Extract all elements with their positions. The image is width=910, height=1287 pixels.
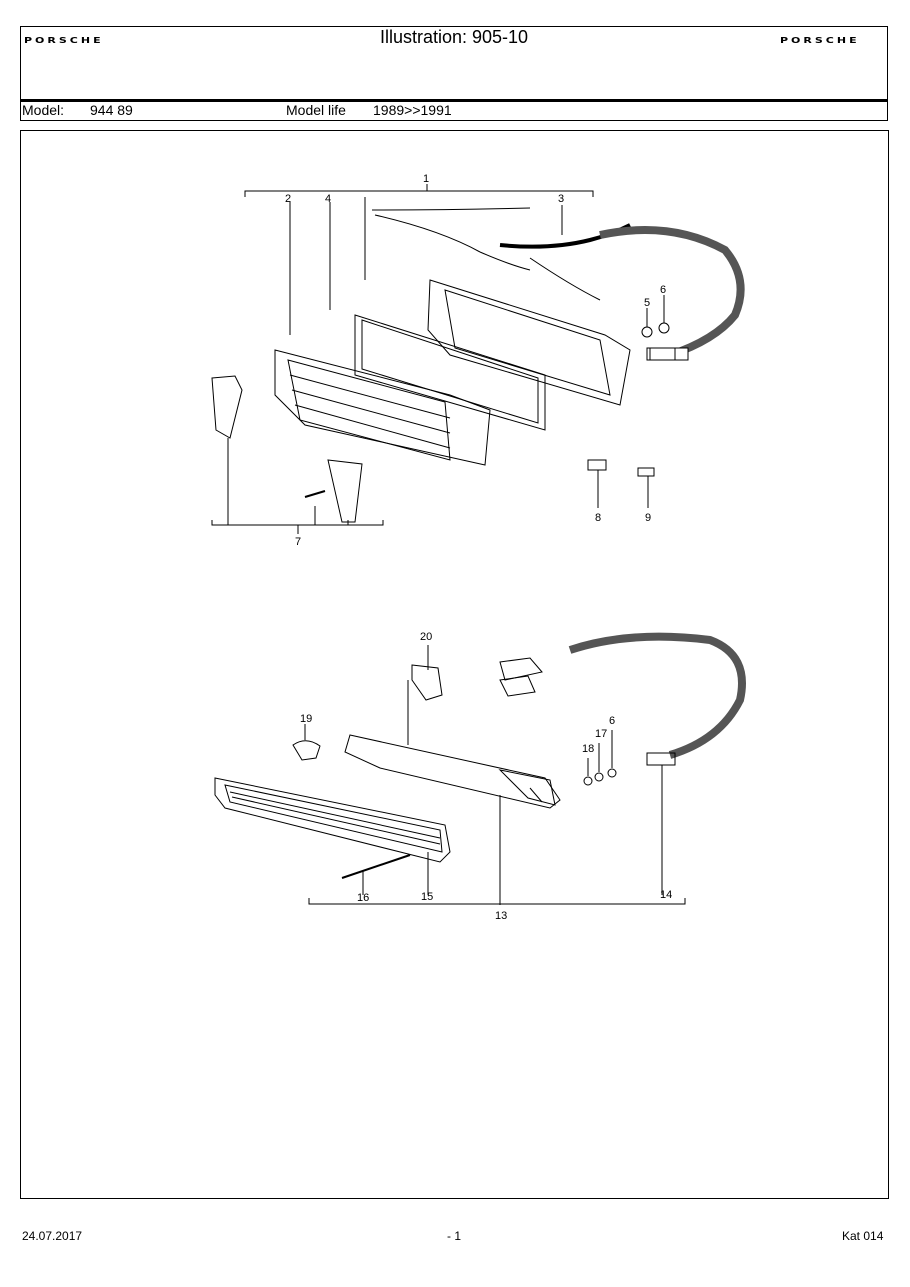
model-life-value: 1989>>1991 [373, 102, 452, 118]
trim-left [211, 375, 243, 439]
model-info-row: Model: 944 89 Model life 1989>>1991 [20, 102, 888, 121]
callout-15: 15 [421, 891, 433, 903]
callout-8: 8 [595, 512, 601, 524]
callout-2: 2 [285, 193, 291, 205]
connector [646, 347, 676, 361]
trim-right [327, 459, 363, 523]
parts-illustration: 1 2 3 4 5 6 7 8 9 20 19 17 6 18 16 15 14… [211, 173, 746, 922]
connector-lower [646, 752, 676, 766]
bracket-1 [244, 190, 594, 197]
nut-6 [658, 322, 670, 334]
sensor-cable-top [599, 226, 745, 359]
bracket-7 [211, 520, 384, 526]
header-frame [20, 26, 888, 121]
callout-1: 1 [423, 173, 429, 185]
model-life-label: Model life [286, 102, 346, 118]
lamp-gasket [354, 314, 546, 431]
callout-18: 18 [582, 743, 594, 755]
page-title: Illustration: 905-10 [379, 27, 529, 47]
screw-16 [341, 854, 411, 879]
callout-7: 7 [295, 536, 301, 548]
footer-page-number: - 1 [447, 1229, 462, 1243]
callout-5: 5 [644, 297, 650, 309]
lamp-bracket [344, 734, 561, 809]
footer-date: 24.07.2017 [22, 1229, 83, 1243]
wire-harness [371, 207, 531, 211]
callout-20: 20 [420, 631, 432, 643]
callout-14: 14 [660, 889, 672, 901]
header-divider [20, 99, 888, 102]
callout-9: 9 [645, 512, 651, 524]
callout-19: 19 [300, 713, 312, 725]
bracket-13 [308, 898, 686, 905]
callout-6-bottom: 6 [609, 715, 615, 727]
lamp-housing [427, 279, 631, 406]
callout-17: 17 [595, 728, 607, 740]
sensor-cable-bottom [568, 632, 746, 759]
turn-signal-lens [214, 777, 451, 863]
nut-6-lower [607, 768, 617, 778]
washer-18 [583, 776, 593, 786]
callout-13: 13 [495, 910, 507, 922]
callout-3: 3 [558, 193, 564, 205]
illustration-frame [20, 130, 889, 1199]
bulb-holder-8 [587, 459, 607, 471]
clip-20 [411, 664, 443, 701]
screw-7 [304, 490, 326, 498]
headlamp-lens [274, 349, 491, 466]
nut-5 [641, 326, 653, 338]
washer-17 [594, 772, 604, 782]
porsche-logo-left: PORSCHE [24, 36, 104, 46]
callout-4: 4 [325, 193, 331, 205]
plug-bracket [499, 657, 543, 681]
callout-16: 16 [357, 892, 369, 904]
footer-catalog: Kat 014 [842, 1229, 884, 1243]
bulb-19 [292, 740, 321, 761]
bulb-9 [637, 467, 655, 477]
model-value: 944 89 [90, 102, 133, 118]
porsche-logo-right: PORSCHE [780, 36, 860, 46]
callout-6-top: 6 [660, 284, 666, 296]
model-label: Model: [22, 102, 65, 118]
